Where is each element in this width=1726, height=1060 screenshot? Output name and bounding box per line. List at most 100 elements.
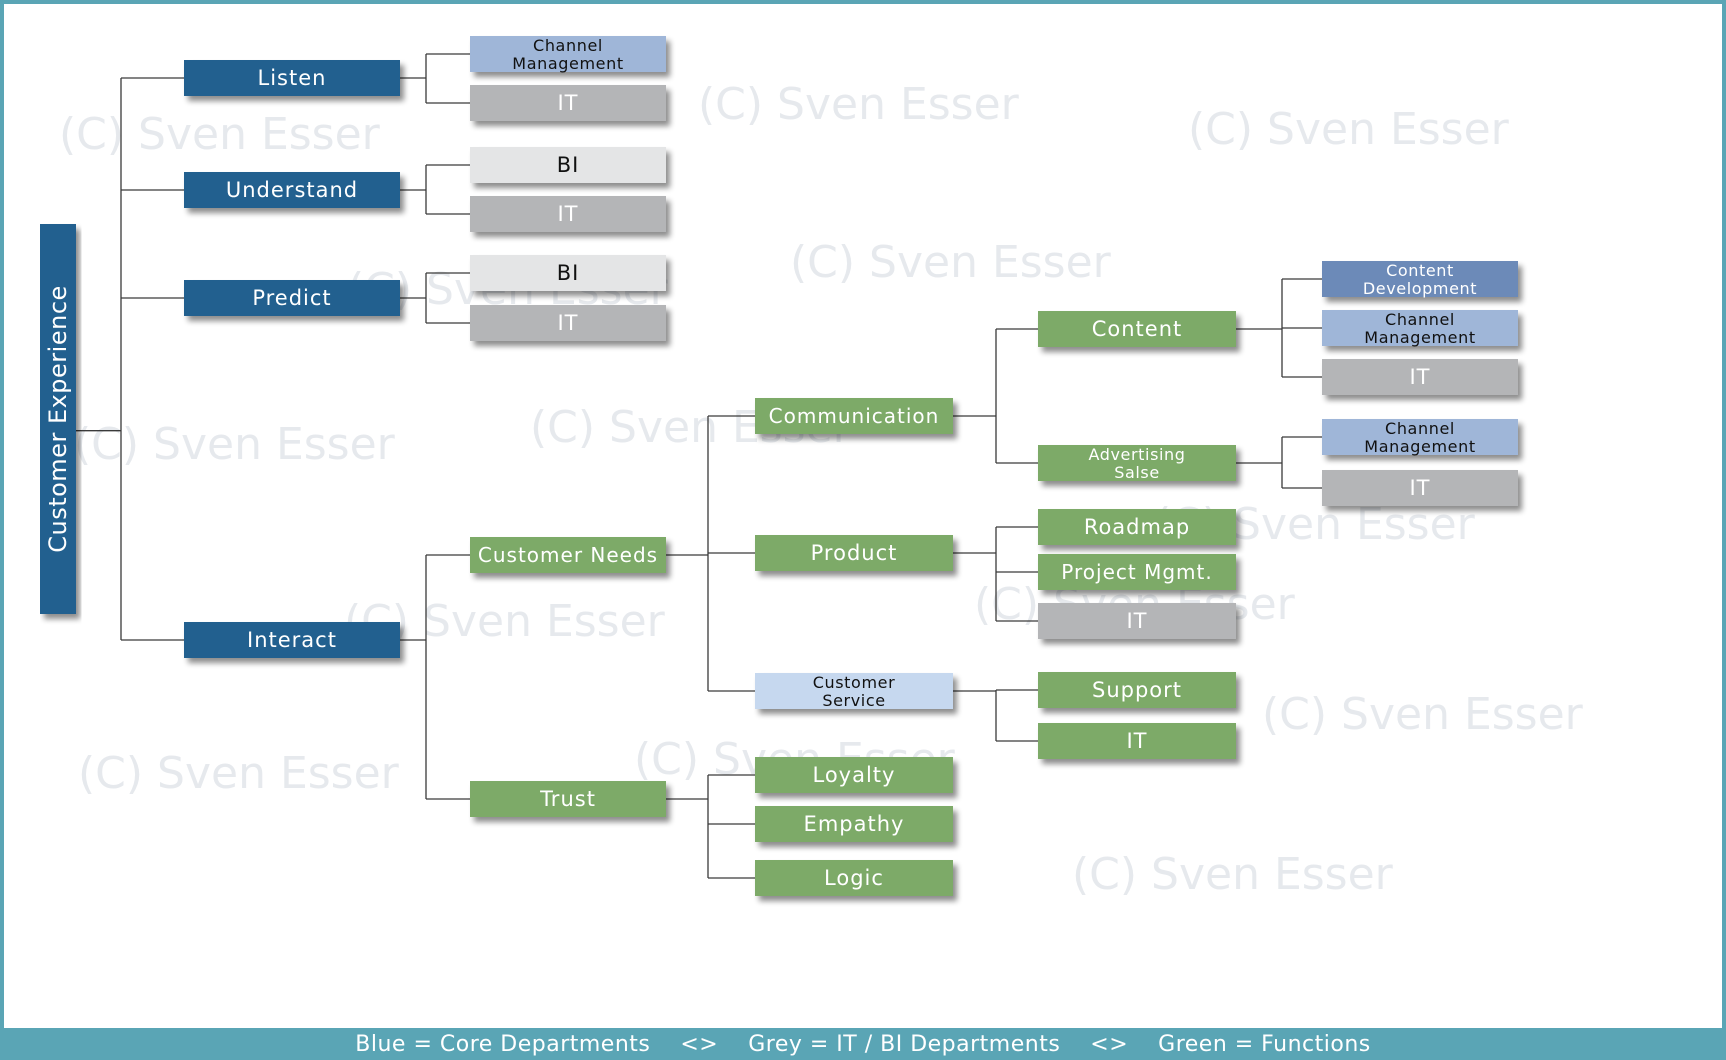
node-product-it: IT (1038, 603, 1236, 639)
node-label: IT (1126, 729, 1147, 753)
node-empathy: Empathy (755, 806, 953, 842)
node-label: Trust (539, 787, 596, 811)
node-interact: Interact (184, 622, 400, 658)
node-customer-experience: Customer Experience (40, 224, 76, 614)
node-box (470, 196, 666, 232)
node-label: Content (1092, 317, 1183, 341)
node-cs-it: IT (1038, 723, 1236, 759)
node-box (1322, 470, 1518, 506)
node-box (40, 224, 76, 614)
node-box (1038, 445, 1236, 481)
connector-lines (76, 53, 1322, 879)
node-label: BI (557, 261, 580, 285)
node-label: Management (512, 54, 623, 73)
node-label: Channel (1385, 310, 1455, 329)
node-box (755, 757, 953, 793)
node-label: IT (1409, 476, 1430, 500)
node-label: Customer (813, 673, 896, 692)
node-predict: Predict (184, 280, 400, 316)
node-box (755, 806, 953, 842)
legend-separator: <> (680, 1031, 719, 1057)
node-label: Communication (769, 404, 940, 428)
watermark-text: (C) Sven Esser (1188, 104, 1510, 155)
node-predict-it: IT (470, 305, 666, 341)
node-box (1038, 672, 1236, 708)
node-label: Development (1363, 279, 1477, 298)
node-layer: Customer Experience ListenUnderstandPredi… (40, 36, 1518, 896)
node-customer-needs: Customer Needs (470, 537, 666, 573)
node-label: Support (1092, 678, 1182, 702)
legend-footer: Blue = Core Departments <> Grey = IT / B… (0, 1028, 1726, 1060)
node-box (184, 280, 400, 316)
node-project-mgmt: Project Mgmt. (1038, 554, 1236, 590)
node-logic: Logic (755, 860, 953, 896)
node-trust: Trust (470, 781, 666, 817)
node-label: IT (557, 202, 578, 226)
node-box (470, 781, 666, 817)
node-listen: Listen (184, 60, 400, 96)
watermark-text: (C) Sven Esser (790, 237, 1112, 288)
node-understand: Understand (184, 172, 400, 208)
node-box (1322, 359, 1518, 395)
node-label: IT (1409, 365, 1430, 389)
node-label: IT (1126, 609, 1147, 633)
node-box (470, 537, 666, 573)
node-label: Interact (247, 628, 337, 652)
node-box (470, 147, 666, 183)
node-label: Predict (252, 286, 331, 310)
node-box (755, 673, 953, 709)
diagram-canvas: (C) Sven Esser (C) Sven Esser (C) Sven Ess… (40, 36, 1584, 900)
node-box (184, 172, 400, 208)
node-label: Empathy (804, 812, 905, 836)
node-label: BI (557, 153, 580, 177)
node-box (755, 535, 953, 571)
node-box (470, 255, 666, 291)
node-label: Roadmap (1084, 515, 1190, 539)
node-label: Listen (258, 66, 327, 90)
node-box (755, 860, 953, 896)
node-adv-it: IT (1322, 470, 1518, 506)
node-content: Content (1038, 311, 1236, 347)
diagram-frame: (C) Sven Esser (C) Sven Esser (C) Sven Ess… (4, 4, 1722, 1028)
node-box (1038, 603, 1236, 639)
node-label: Management (1364, 437, 1475, 456)
node-box (184, 60, 400, 96)
node-box (184, 622, 400, 658)
node-label: Management (1364, 328, 1475, 347)
node-predict-bi: BI (470, 255, 666, 291)
node-label: Logic (824, 866, 884, 890)
node-communication: Communication (755, 398, 953, 434)
node-box (1038, 554, 1236, 590)
node-label: Advertising (1088, 445, 1185, 464)
node-label: Customer Needs (478, 543, 658, 567)
legend-separator: <> (1090, 1031, 1129, 1057)
node-label: Product (811, 541, 898, 565)
legend-functions: Green = Functions (1158, 1031, 1371, 1057)
node-box (755, 398, 953, 434)
legend-it-bi: Grey = IT / BI Departments (748, 1031, 1061, 1057)
node-loyalty: Loyalty (755, 757, 953, 793)
node-label: IT (557, 91, 578, 115)
node-label: Channel (1385, 419, 1455, 438)
watermark-text: (C) Sven Esser (59, 109, 381, 160)
node-understand-bi: BI (470, 147, 666, 183)
node-box (1322, 310, 1518, 346)
node-label: Service (822, 691, 885, 710)
node-box (1322, 261, 1518, 297)
node-roadmap: Roadmap (1038, 509, 1236, 545)
watermark-text: (C) Sven Esser (698, 79, 1020, 130)
node-content-it: IT (1322, 359, 1518, 395)
node-product: Product (755, 535, 953, 571)
node-box (1038, 509, 1236, 545)
node-label: Channel (533, 36, 603, 55)
node-box (470, 36, 666, 72)
node-box (470, 305, 666, 341)
node-label: Project Mgmt. (1061, 560, 1212, 584)
node-label: Understand (226, 178, 358, 202)
watermark-text: (C) Sven Esser (78, 748, 400, 799)
